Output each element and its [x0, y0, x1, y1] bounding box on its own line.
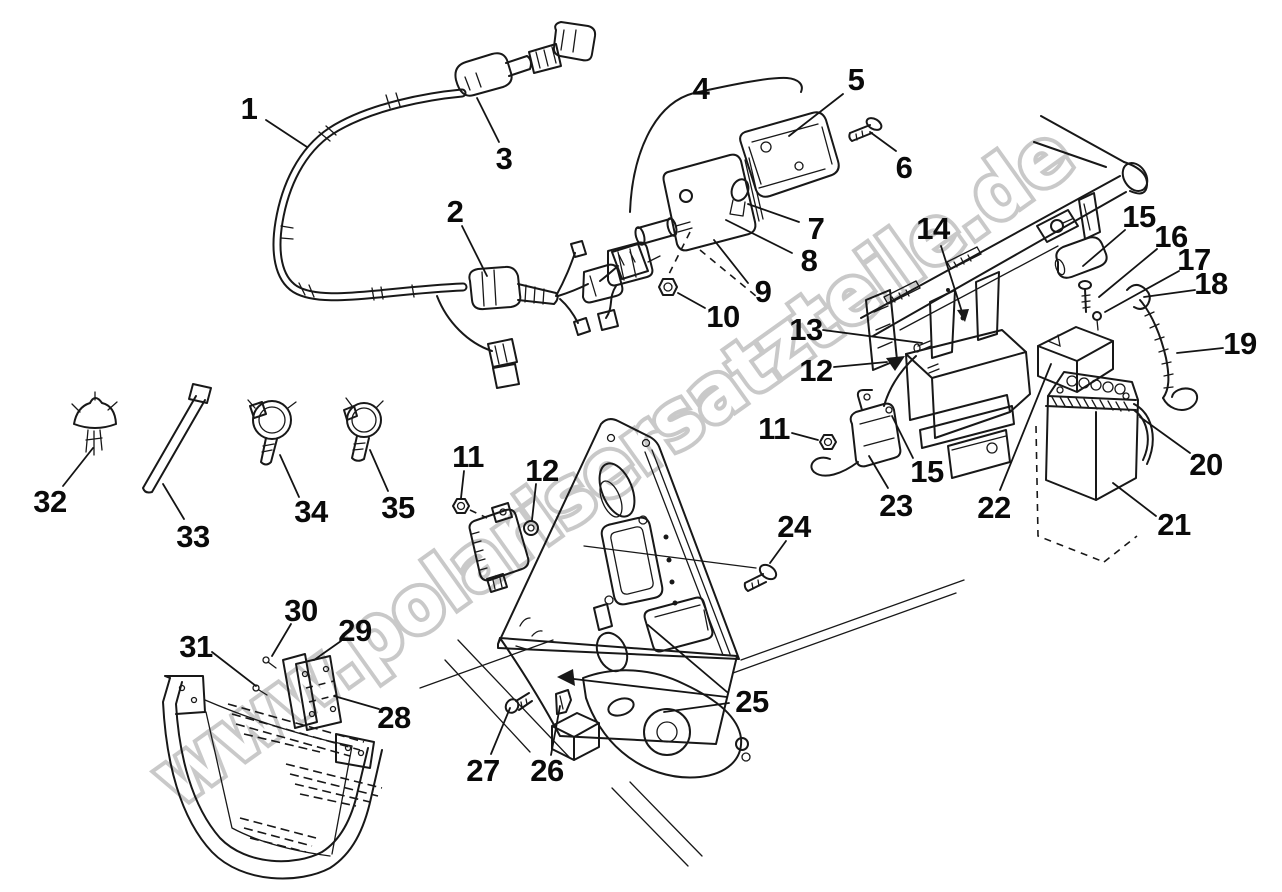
callout-number-6-5: 6: [896, 150, 913, 185]
callout-number-7-6: 7: [808, 211, 825, 246]
callout-leader-35: [369, 449, 389, 492]
callout-number-35-37: 35: [381, 490, 415, 525]
mudflap-art: [162, 653, 383, 880]
callout-leader-24: [769, 540, 787, 564]
callout-leader-9: [713, 239, 749, 284]
callout-leader-5: [788, 93, 844, 137]
callout-leader-13: [822, 329, 923, 344]
callout-leader-17: [1104, 270, 1180, 313]
callout-leader-18: [1143, 289, 1196, 298]
callout-leader-15: [891, 415, 914, 459]
battery-art: [1045, 236, 1199, 501]
callout-leader-10: [677, 292, 706, 309]
callout-leader-12: [833, 361, 888, 368]
callout-number-14-13: 14: [916, 211, 951, 246]
callout-leader-14: [940, 245, 963, 313]
callout-leader-8: [725, 219, 793, 254]
callout-leader-1: [265, 119, 308, 148]
callout-number-4-3: 4: [693, 71, 711, 106]
callout-number-9-8: 9: [755, 274, 772, 309]
callout-number-19-18: 19: [1223, 326, 1257, 361]
callout-leader-31: [211, 651, 257, 687]
callout-leader-29: [313, 640, 342, 661]
callout-leader-26: [550, 705, 561, 756]
callout-number-31-33: 31: [179, 629, 213, 664]
callout-number-25-27: 25: [735, 684, 769, 719]
callout-number-23-22: 23: [879, 488, 913, 523]
battery-tray-art: [865, 271, 1138, 563]
callout-number-21-20: 21: [1157, 507, 1191, 542]
callout-leader-22: [999, 363, 1052, 491]
callout-number-11-24: 11: [452, 439, 484, 474]
harness-loop-4: [629, 76, 803, 213]
callout-leader-11: [791, 432, 819, 441]
callout-number-11-10: 11: [758, 411, 790, 446]
callout-arrowhead-14: [957, 309, 969, 322]
callout-leader-25: [663, 702, 730, 713]
callout-number-34-36: 34: [294, 494, 329, 529]
callout-arrowhead-12: [886, 356, 905, 371]
callout-number-16-15: 16: [1154, 219, 1188, 254]
taillight-art: [597, 76, 883, 331]
callout-leader-2: [461, 225, 488, 277]
callout-leader-19: [1176, 347, 1224, 354]
callout-leader-7: [747, 203, 800, 223]
battery-cover-art: [1037, 326, 1114, 393]
callout-number-30-32: 30: [284, 593, 317, 628]
callout-number-15-14: 15: [1122, 199, 1156, 234]
callout-number-17-16: 17: [1177, 242, 1210, 277]
callout-number-26-28: 26: [530, 753, 564, 788]
callout-number-27-29: 27: [466, 753, 499, 788]
frame-rail-art: [860, 115, 1149, 337]
callout-number-10-9: 10: [706, 299, 739, 334]
callout-number-2-1: 2: [447, 194, 464, 229]
wiring-harness-art: [272, 21, 661, 389]
callout-leader-3: [476, 97, 500, 143]
callout-number-3-2: 3: [496, 141, 513, 176]
callout-number-24-26: 24: [777, 509, 812, 544]
callout-number-22-21: 22: [977, 490, 1010, 525]
callout-number-29-31: 29: [338, 613, 372, 648]
coil-art: [810, 355, 917, 477]
callout-number-5-4: 5: [848, 62, 865, 97]
callout-number-18-17: 18: [1194, 266, 1228, 301]
lower-frame-art: [419, 579, 965, 867]
callout-leader-15: [1082, 229, 1126, 267]
callout-leader-20: [1139, 416, 1191, 454]
callout-leader-33: [162, 483, 185, 520]
callout-number-13-12: 13: [789, 312, 823, 347]
callout-leader-11: [460, 470, 465, 499]
callout-number-12-11: 12: [799, 353, 832, 388]
callout-leader-12: [531, 483, 537, 521]
panel-art: [497, 418, 778, 745]
callout-leader-28: [333, 695, 380, 710]
callout-leader-34: [279, 454, 300, 498]
fasteners-art: [71, 383, 384, 494]
callout-leader-25: [573, 678, 728, 698]
callout-number-32-34: 32: [33, 484, 66, 519]
callout-leader-32: [62, 447, 94, 487]
callout-number-28-30: 28: [377, 700, 411, 735]
callout-number-12-25: 12: [525, 453, 558, 488]
callout-leader-16: [1098, 248, 1158, 298]
callout-leader-25: [647, 624, 728, 693]
callout-leader-30: [271, 623, 292, 657]
callout-number-1-0: 1: [241, 91, 258, 126]
callout-number-33-35: 33: [176, 519, 210, 554]
callout-leader-21: [1112, 482, 1157, 517]
callout-number-8-7: 8: [801, 243, 818, 278]
callout-leader-6: [869, 131, 897, 152]
callout-leader-23: [868, 455, 889, 489]
callout-arrowhead-25: [557, 669, 575, 686]
cdi-box-art: [452, 498, 539, 593]
callout-leader-27: [490, 707, 511, 755]
callout-number-15-23: 15: [910, 454, 944, 489]
callout-number-20-19: 20: [1189, 447, 1222, 482]
